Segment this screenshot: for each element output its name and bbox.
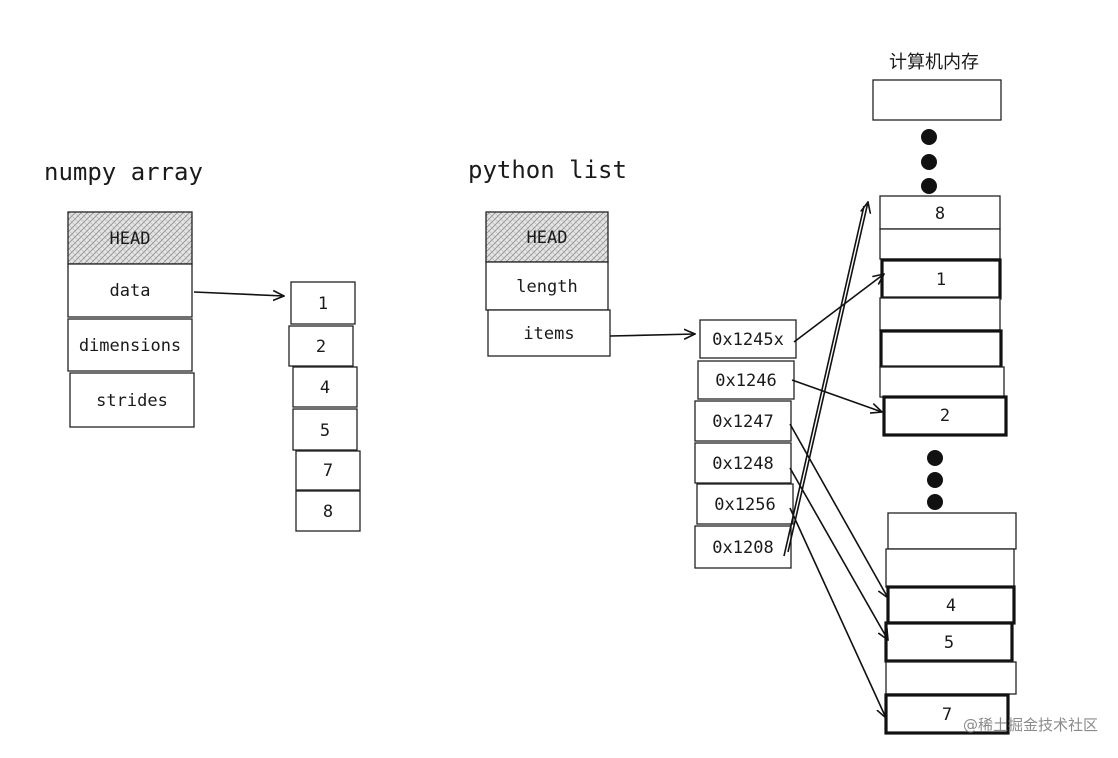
numpy-data-cell bbox=[67, 263, 193, 318]
numpy-strides-label: strides bbox=[96, 391, 168, 411]
memory-cell-empty bbox=[879, 329, 1003, 369]
memory-value-5: 5 bbox=[944, 633, 954, 653]
memory-cell-5 bbox=[884, 621, 1014, 663]
memory-value-8: 8 bbox=[935, 204, 945, 224]
memory-cell-empty bbox=[887, 512, 1017, 550]
numpy-value-cell-6 bbox=[295, 490, 361, 532]
python-head-cell bbox=[485, 211, 609, 263]
watermark: @稀土掘金技术社区 bbox=[963, 716, 1098, 734]
pointer-arrow-to-5 bbox=[789, 467, 888, 640]
memory-top-cell bbox=[872, 79, 1002, 121]
pointer-1: 0x1245x bbox=[712, 330, 784, 350]
numpy-head-cell bbox=[67, 211, 193, 265]
pointer-cell-4 bbox=[694, 442, 792, 484]
pointer-2: 0x1246 bbox=[715, 371, 776, 391]
pointer-arrow-to-8 bbox=[787, 202, 868, 553]
numpy-value-6: 8 bbox=[323, 502, 333, 522]
pointer-arrow-to-2 bbox=[791, 379, 882, 412]
memory-value-2: 2 bbox=[940, 406, 950, 426]
pointer-cell-5 bbox=[696, 483, 794, 525]
numpy-value-4: 5 bbox=[320, 421, 330, 441]
ellipsis-dot bbox=[921, 154, 937, 170]
pointer-cell-6 bbox=[694, 525, 792, 569]
numpy-dimensions-label: dimensions bbox=[79, 336, 181, 356]
memory-cell-2 bbox=[882, 395, 1008, 437]
pointer-3: 0x1247 bbox=[712, 412, 773, 432]
numpy-head-label: HEAD bbox=[110, 229, 151, 249]
numpy-value-cell-2 bbox=[288, 325, 354, 367]
numpy-array-title: numpy array bbox=[44, 158, 203, 186]
numpy-value-cell-3 bbox=[292, 366, 358, 408]
memory-cell-empty bbox=[879, 297, 1001, 331]
ellipsis-dot bbox=[921, 129, 937, 145]
ellipsis-dot bbox=[927, 472, 943, 488]
python-items-label: items bbox=[523, 324, 574, 344]
pointer-5: 0x1256 bbox=[714, 495, 775, 515]
memory-value-4: 4 bbox=[946, 596, 956, 616]
pointer-4: 0x1248 bbox=[712, 454, 773, 474]
memory-cell-empty bbox=[885, 661, 1017, 695]
memory-title: 计算机内存 bbox=[889, 52, 979, 73]
pointer-arrow-to-4 bbox=[789, 423, 888, 598]
numpy-value-1: 1 bbox=[318, 294, 328, 314]
memory-cell-empty bbox=[879, 366, 1005, 398]
data-pointer-arrow bbox=[193, 292, 284, 296]
numpy-value-2: 2 bbox=[316, 337, 326, 357]
memory-value-1: 1 bbox=[936, 270, 946, 290]
numpy-value-5: 7 bbox=[323, 461, 333, 481]
numpy-value-3: 4 bbox=[320, 378, 330, 398]
python-length-label: length bbox=[516, 277, 577, 297]
memory-cell-empty bbox=[885, 548, 1015, 588]
pointer-arrow-to-1 bbox=[793, 274, 884, 343]
items-pointer-arrow bbox=[609, 334, 695, 336]
ellipsis-dot bbox=[921, 178, 937, 194]
pointer-arrow-to-7 bbox=[789, 507, 886, 718]
pointer-cell-3 bbox=[694, 400, 792, 442]
memory-cell-empty bbox=[879, 228, 1001, 260]
pointer-6: 0x1208 bbox=[712, 538, 773, 558]
numpy-data-label: data bbox=[110, 281, 151, 301]
numpy-dimensions-cell bbox=[67, 318, 193, 372]
numpy-value-cell-4 bbox=[292, 408, 358, 451]
ellipsis-dot bbox=[927, 494, 943, 510]
memory-cell-8 bbox=[879, 195, 1001, 230]
python-items-cell bbox=[487, 309, 611, 357]
pointer-arrow-to-8-sketch bbox=[783, 205, 865, 557]
python-head-label: HEAD bbox=[527, 228, 568, 248]
memory-value-7: 7 bbox=[942, 705, 952, 725]
python-list-title: python list bbox=[468, 156, 627, 184]
ellipsis-dot bbox=[927, 450, 943, 466]
memory-cell-7 bbox=[884, 693, 1010, 735]
memory-cell-4 bbox=[886, 585, 1016, 625]
numpy-strides-cell bbox=[69, 372, 195, 428]
pointer-cell-1 bbox=[699, 319, 797, 359]
python-length-cell bbox=[485, 261, 609, 311]
numpy-value-cell-5 bbox=[295, 450, 361, 491]
numpy-value-cell-1 bbox=[290, 281, 356, 325]
